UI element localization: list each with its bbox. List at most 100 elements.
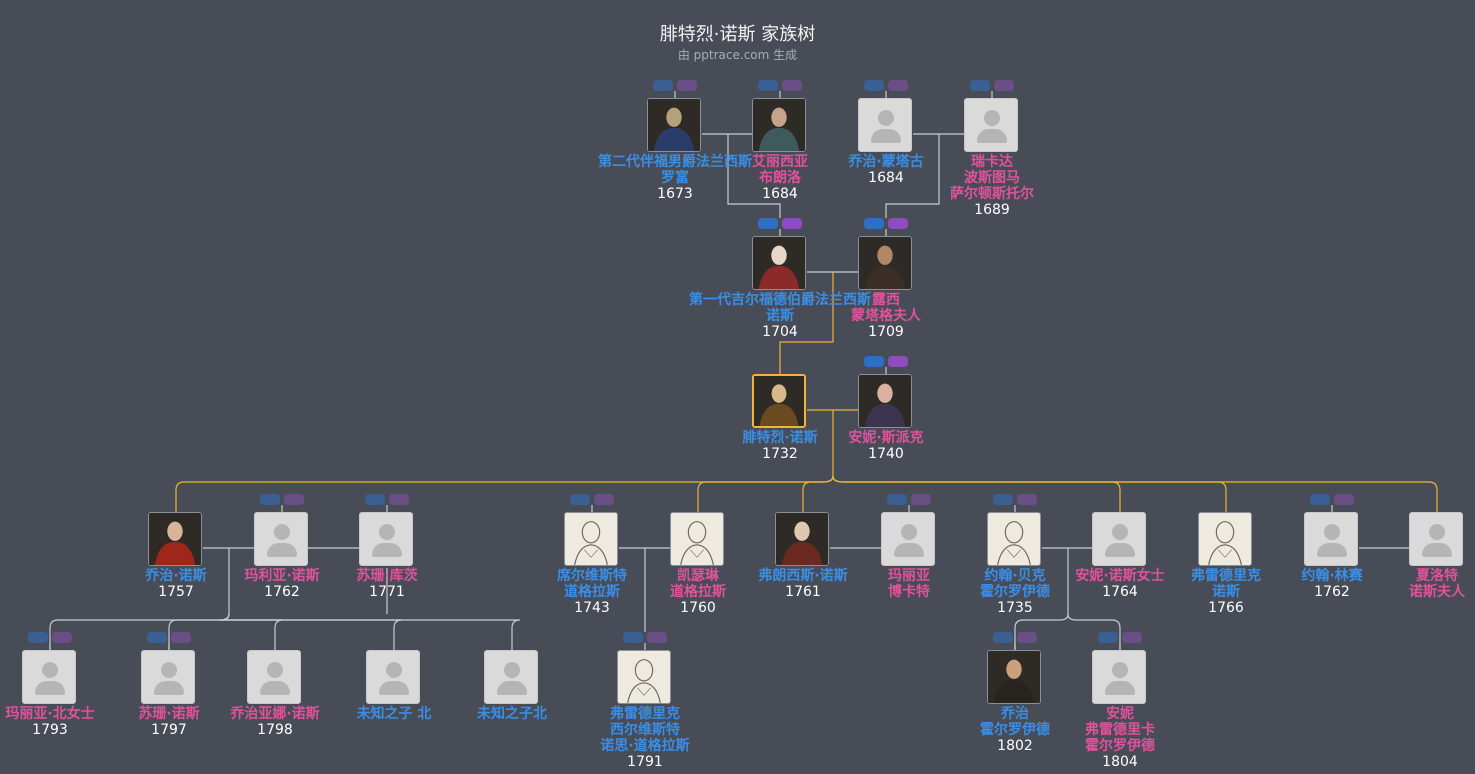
name-line: 乔治亚娜·诺斯 (230, 706, 320, 722)
expand-ancestors-button[interactable] (623, 632, 643, 643)
birth-year: 1689 (974, 202, 1010, 218)
expand-relations-button[interactable] (1334, 494, 1354, 505)
expand-relations-button[interactable] (782, 80, 802, 91)
name-line: 苏珊·库茨 (356, 568, 418, 584)
portrait-sketch-image (617, 650, 671, 704)
portrait-image (858, 236, 912, 290)
expand-relations-button[interactable] (171, 632, 191, 643)
name-line: 露西 (872, 292, 900, 308)
name-line: 波斯图马 (964, 170, 1020, 186)
birth-year: 1732 (762, 446, 798, 462)
page-subtitle: 由 pptrace.com 生成 (677, 48, 798, 62)
expand-relations-button[interactable] (1017, 494, 1037, 505)
grandchild-line (1067, 613, 1121, 650)
avatar-placeholder-icon (359, 512, 413, 566)
portrait-image (752, 374, 806, 428)
birth-year: 1761 (785, 584, 821, 600)
portrait-sketch-image (670, 512, 724, 566)
expand-relations-button[interactable] (888, 218, 908, 229)
expand-ancestors-button[interactable] (653, 80, 673, 91)
birth-year: 1735 (997, 600, 1033, 616)
expand-relations-button[interactable] (782, 218, 802, 229)
expand-relations-button[interactable] (52, 632, 72, 643)
name-line: 罗富 (661, 170, 689, 186)
birth-year: 1793 (32, 722, 68, 738)
expand-ancestors-button[interactable] (758, 80, 778, 91)
child-branch-line (832, 475, 1438, 512)
parent-child-line (885, 134, 940, 218)
expand-relations-button[interactable] (594, 494, 614, 505)
expand-ancestors-button[interactable] (864, 80, 884, 91)
expand-ancestors-button[interactable] (1310, 494, 1330, 505)
birth-year: 1740 (868, 446, 904, 462)
name-line: 西尔维斯特 (610, 722, 680, 738)
name-line: 霍尔罗伊德 (1085, 738, 1155, 754)
expand-ancestors-button[interactable] (993, 632, 1013, 643)
name-line: 安妮 (1106, 706, 1134, 722)
avatar-placeholder-icon (1304, 512, 1358, 566)
grandchild-line (219, 613, 521, 650)
name-line: 席尔维斯特 (557, 568, 627, 584)
expand-ancestors-button[interactable] (365, 494, 385, 505)
name-line: 乔治·诺斯 (145, 568, 207, 584)
name-line: 未知之子北 (477, 706, 547, 722)
name-line: 未知之子 北 (356, 706, 432, 722)
expand-ancestors-button[interactable] (993, 494, 1013, 505)
expand-ancestors-button[interactable] (758, 218, 778, 229)
avatar-placeholder-icon (964, 98, 1018, 152)
expand-relations-button[interactable] (994, 80, 1014, 91)
expand-relations-button[interactable] (1017, 632, 1037, 643)
birth-year: 1684 (762, 186, 798, 202)
name-line: 弗雷德里克 (1191, 568, 1261, 584)
birth-year: 1762 (264, 584, 300, 600)
expand-relations-button[interactable] (389, 494, 409, 505)
parent-child-line-focus (779, 272, 834, 374)
expand-ancestors-button[interactable] (570, 494, 590, 505)
expand-ancestors-button[interactable] (887, 494, 907, 505)
expand-relations-button[interactable] (888, 80, 908, 91)
name-line: 玛利亚·诺斯 (244, 568, 320, 584)
expand-ancestors-button[interactable] (1098, 632, 1118, 643)
expand-ancestors-button[interactable] (864, 356, 884, 367)
birth-year: 1764 (1102, 584, 1138, 600)
page-title: 腓特烈·诺斯 家族树 (659, 24, 816, 45)
avatar-placeholder-icon (141, 650, 195, 704)
name-line: 霍尔罗伊德 (980, 584, 1050, 600)
expand-relations-button[interactable] (647, 632, 667, 643)
birth-year: 1760 (680, 600, 716, 616)
expand-ancestors-button[interactable] (260, 494, 280, 505)
portrait-image (647, 98, 701, 152)
expand-relations-button[interactable] (677, 80, 697, 91)
portrait-image (752, 98, 806, 152)
expand-ancestors-button[interactable] (147, 632, 167, 643)
avatar-placeholder-icon (881, 512, 935, 566)
expand-ancestors-button[interactable] (970, 80, 990, 91)
portrait-sketch-image (987, 512, 1041, 566)
name-line: 艾丽西亚 (752, 154, 808, 170)
name-line: 道格拉斯 (670, 584, 726, 600)
portrait-image (987, 650, 1041, 704)
expand-relations-button[interactable] (1122, 632, 1142, 643)
name-line: 夏洛特 (1416, 568, 1458, 584)
expand-relations-button[interactable] (911, 494, 931, 505)
expand-relations-button[interactable] (284, 494, 304, 505)
expand-ancestors-button[interactable] (864, 218, 884, 229)
parent-child-line (727, 134, 781, 218)
expand-ancestors-button[interactable] (28, 632, 48, 643)
portrait-sketch-image (1198, 512, 1252, 566)
expand-relations-button[interactable] (888, 356, 908, 367)
avatar-placeholder-icon (484, 650, 538, 704)
